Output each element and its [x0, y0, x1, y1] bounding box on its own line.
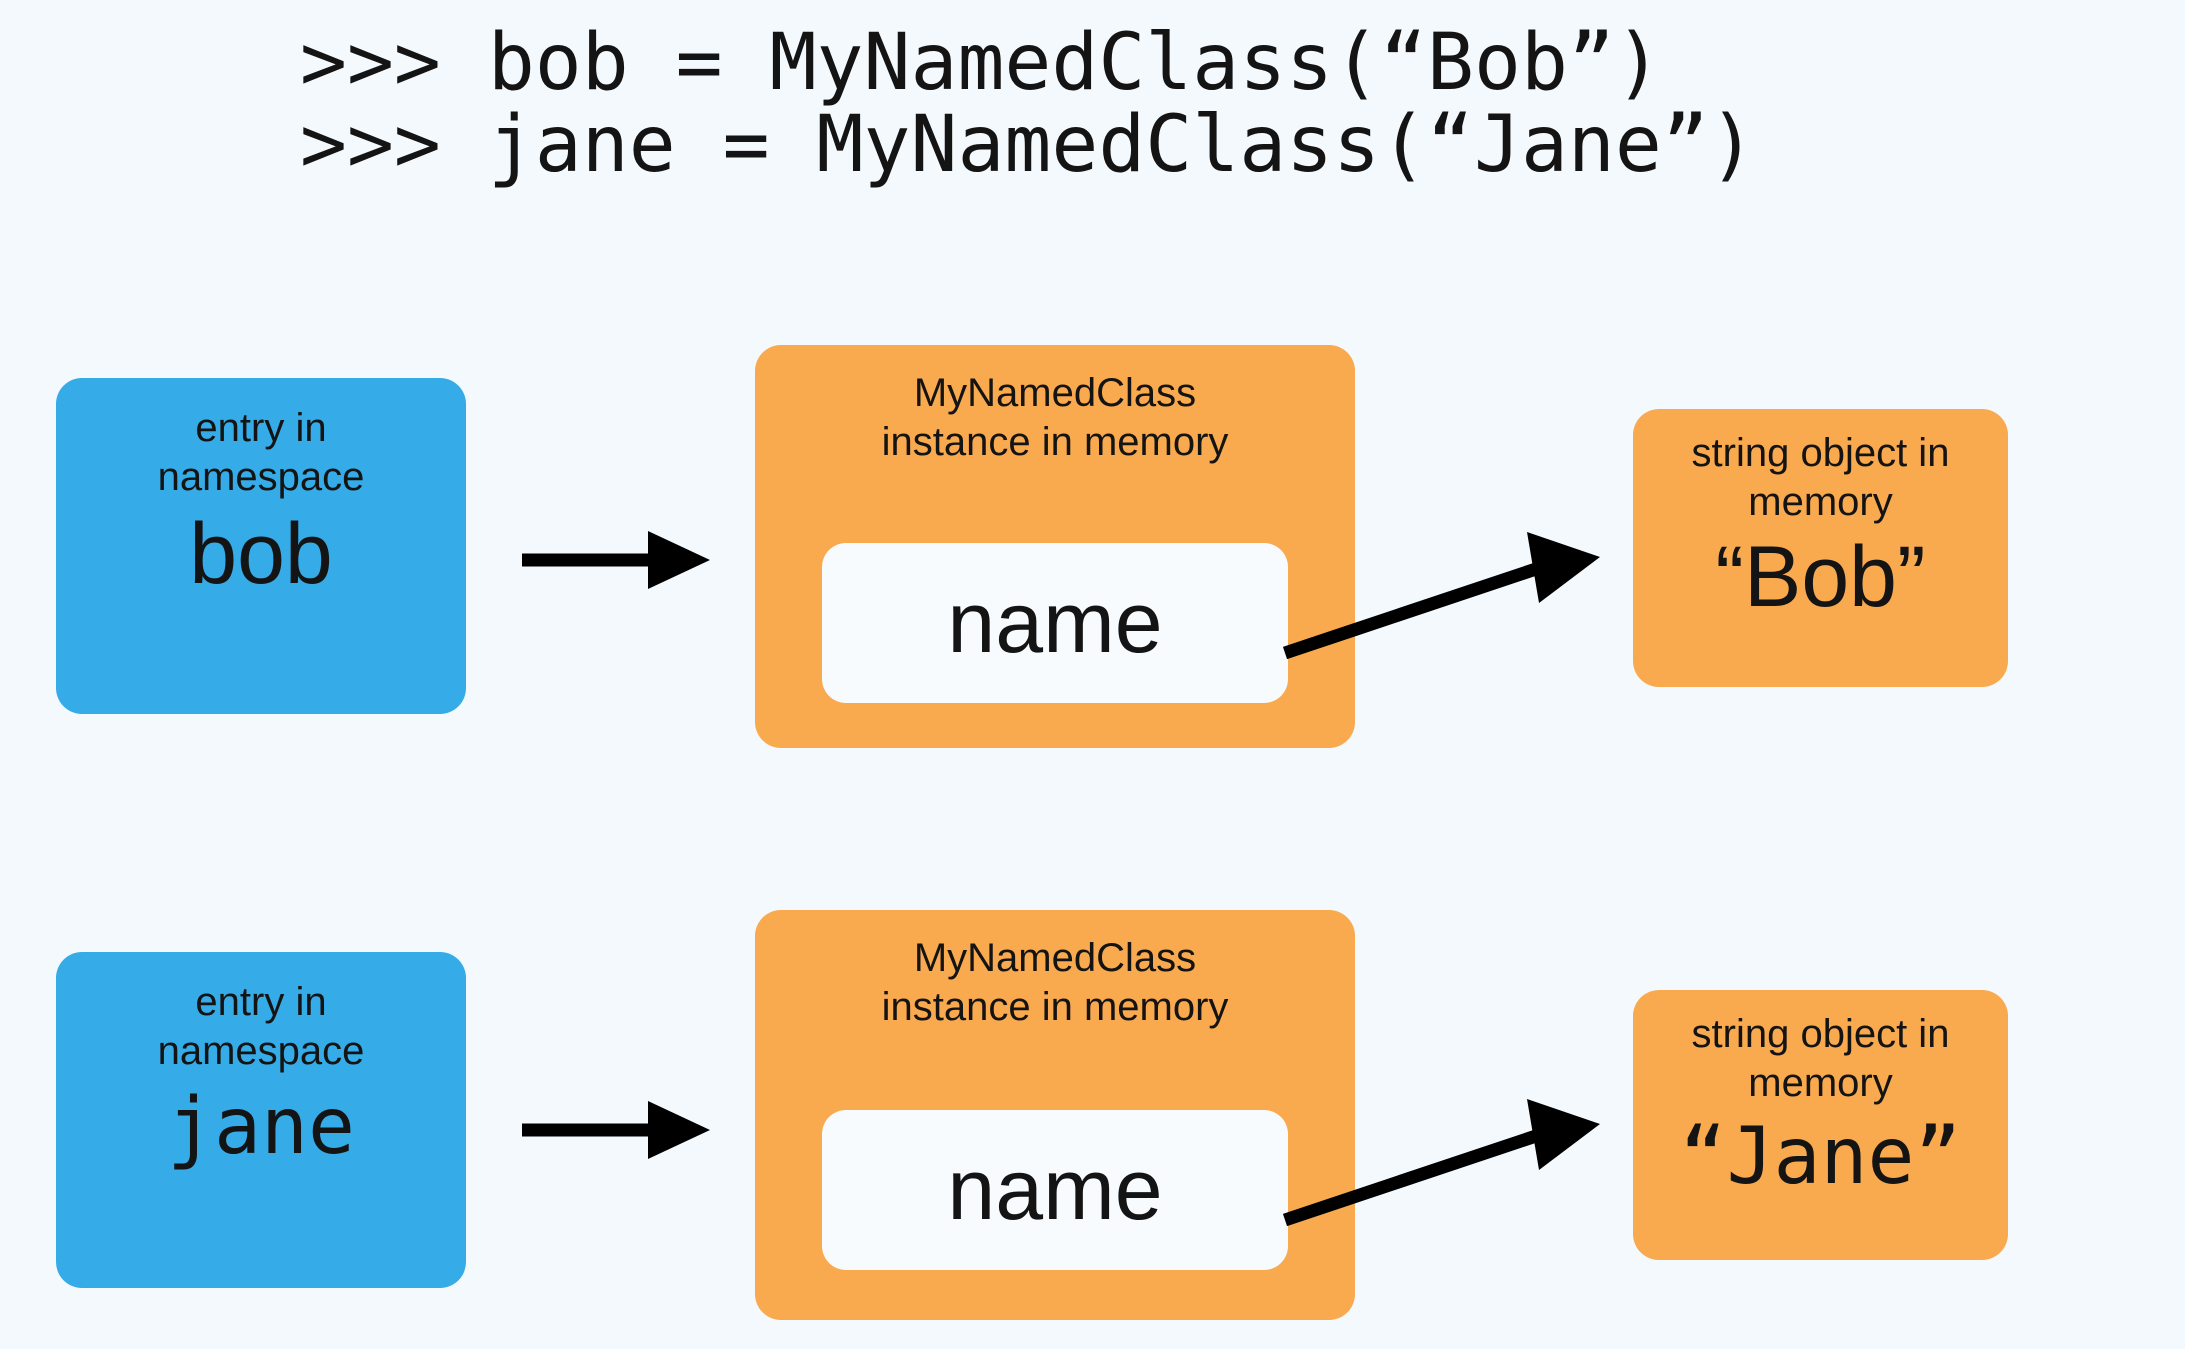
- namespace-caption-line1-bob: entry in: [195, 406, 327, 450]
- string-box-jane: string object in memory “Jane”: [1633, 990, 2008, 1260]
- instance-caption-line1-bob: MyNamedClass: [913, 371, 1197, 415]
- arrow-namespace-to-instance-bob: [522, 531, 710, 589]
- string-caption-line2-bob: memory: [1748, 480, 1893, 524]
- instance-caption-line1-jane: MyNamedClass: [913, 936, 1197, 980]
- namespace-caption-line1-jane: entry in: [195, 980, 327, 1024]
- instance-caption-line2-jane: instance in memory: [881, 985, 1229, 1029]
- attribute-slot-jane: name: [822, 1110, 1288, 1270]
- arrow-namespace-to-instance-jane: [522, 1101, 710, 1159]
- string-value-bob: “Bob”: [1715, 529, 1926, 625]
- attribute-label-jane: name: [947, 1142, 1163, 1238]
- string-caption-line1-bob: string object in: [1691, 431, 1950, 475]
- string-caption-line1-jane: string object in: [1691, 1012, 1950, 1056]
- attribute-slot-bob: name: [822, 543, 1288, 703]
- namespace-value-jane: jane: [167, 1082, 355, 1172]
- namespace-caption-line2-bob: namespace: [157, 455, 365, 499]
- attribute-label-bob: name: [947, 575, 1163, 671]
- string-value-jane: “Jane”: [1679, 1112, 1962, 1202]
- namespace-box-jane: entry in namespace jane: [56, 952, 466, 1288]
- namespace-box-bob: entry in namespace bob: [56, 378, 466, 714]
- string-caption-line2-jane: memory: [1748, 1061, 1893, 1105]
- namespace-caption-line2-jane: namespace: [157, 1029, 365, 1073]
- code-line-1: >>> bob = MyNamedClass(“Bob”): [300, 18, 1662, 108]
- instance-caption-line2-bob: instance in memory: [881, 420, 1229, 464]
- code-line-2: >>> jane = MyNamedClass(“Jane”): [300, 100, 1756, 190]
- namespace-value-bob: bob: [189, 506, 333, 602]
- string-box-bob: string object in memory “Bob”: [1633, 409, 2008, 687]
- code-snippet: >>> bob = MyNamedClass(“Bob”) >>> jane =…: [300, 22, 2000, 186]
